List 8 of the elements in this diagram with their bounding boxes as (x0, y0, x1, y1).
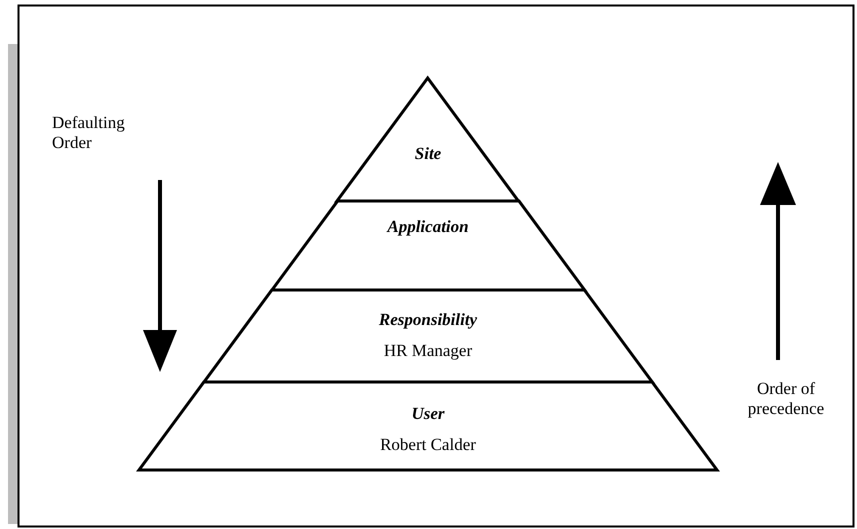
tier-value: Robert Calder (380, 435, 476, 455)
tier-title: Site (414, 144, 442, 164)
tier-title: User (411, 404, 445, 424)
tier-title: Responsibility (378, 310, 478, 330)
tier-value: HR Manager (384, 341, 472, 361)
tier-title: Application (387, 217, 469, 237)
arrow-caption: Order of precedence (746, 379, 826, 419)
arrow-caption: Defaulting Order (52, 113, 126, 153)
